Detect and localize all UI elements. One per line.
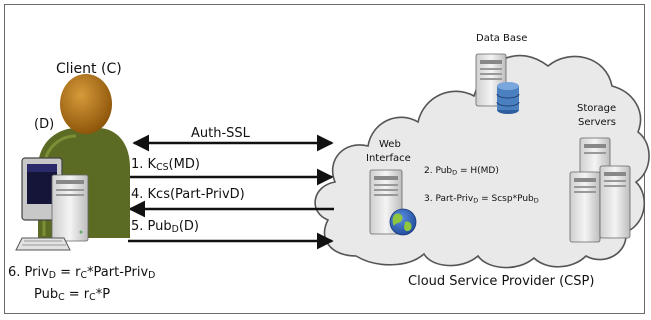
storage-label-line2: Servers: [578, 117, 617, 128]
arrows: [128, 134, 334, 250]
client-computer-icon: [15, 157, 89, 251]
storage-label-line1: Storage: [577, 103, 617, 114]
csp-title: Cloud Service Provider (CSP): [408, 274, 595, 289]
web-label-line2: Interface: [366, 153, 411, 164]
csp-step-2: 2. PubD = H(MD): [424, 166, 499, 177]
database-cylinders-icon: [496, 82, 520, 114]
storage-servers-icon: [569, 137, 631, 243]
web-label-line1: Web: [379, 139, 401, 150]
client-d-label: (D): [34, 117, 55, 132]
message-4: 4. Kcs(Part-PrivD): [131, 187, 245, 202]
csp-step-3: 3. Part-PrivD = Scsp*PubD: [424, 194, 539, 205]
message-5: 5. PubD(D): [131, 219, 199, 236]
client-title: Client (C): [56, 61, 122, 77]
database-label: Data Base: [476, 33, 528, 44]
message-auth-ssl: Auth-SSL: [191, 126, 250, 141]
client-result-line2: PubC = rC*P: [34, 287, 111, 304]
globe-icon: [389, 208, 417, 236]
client-result-line1: 6. PrivD = rC*Part-PrivD: [8, 265, 156, 282]
message-1: 1. KCS(MD): [131, 157, 200, 174]
